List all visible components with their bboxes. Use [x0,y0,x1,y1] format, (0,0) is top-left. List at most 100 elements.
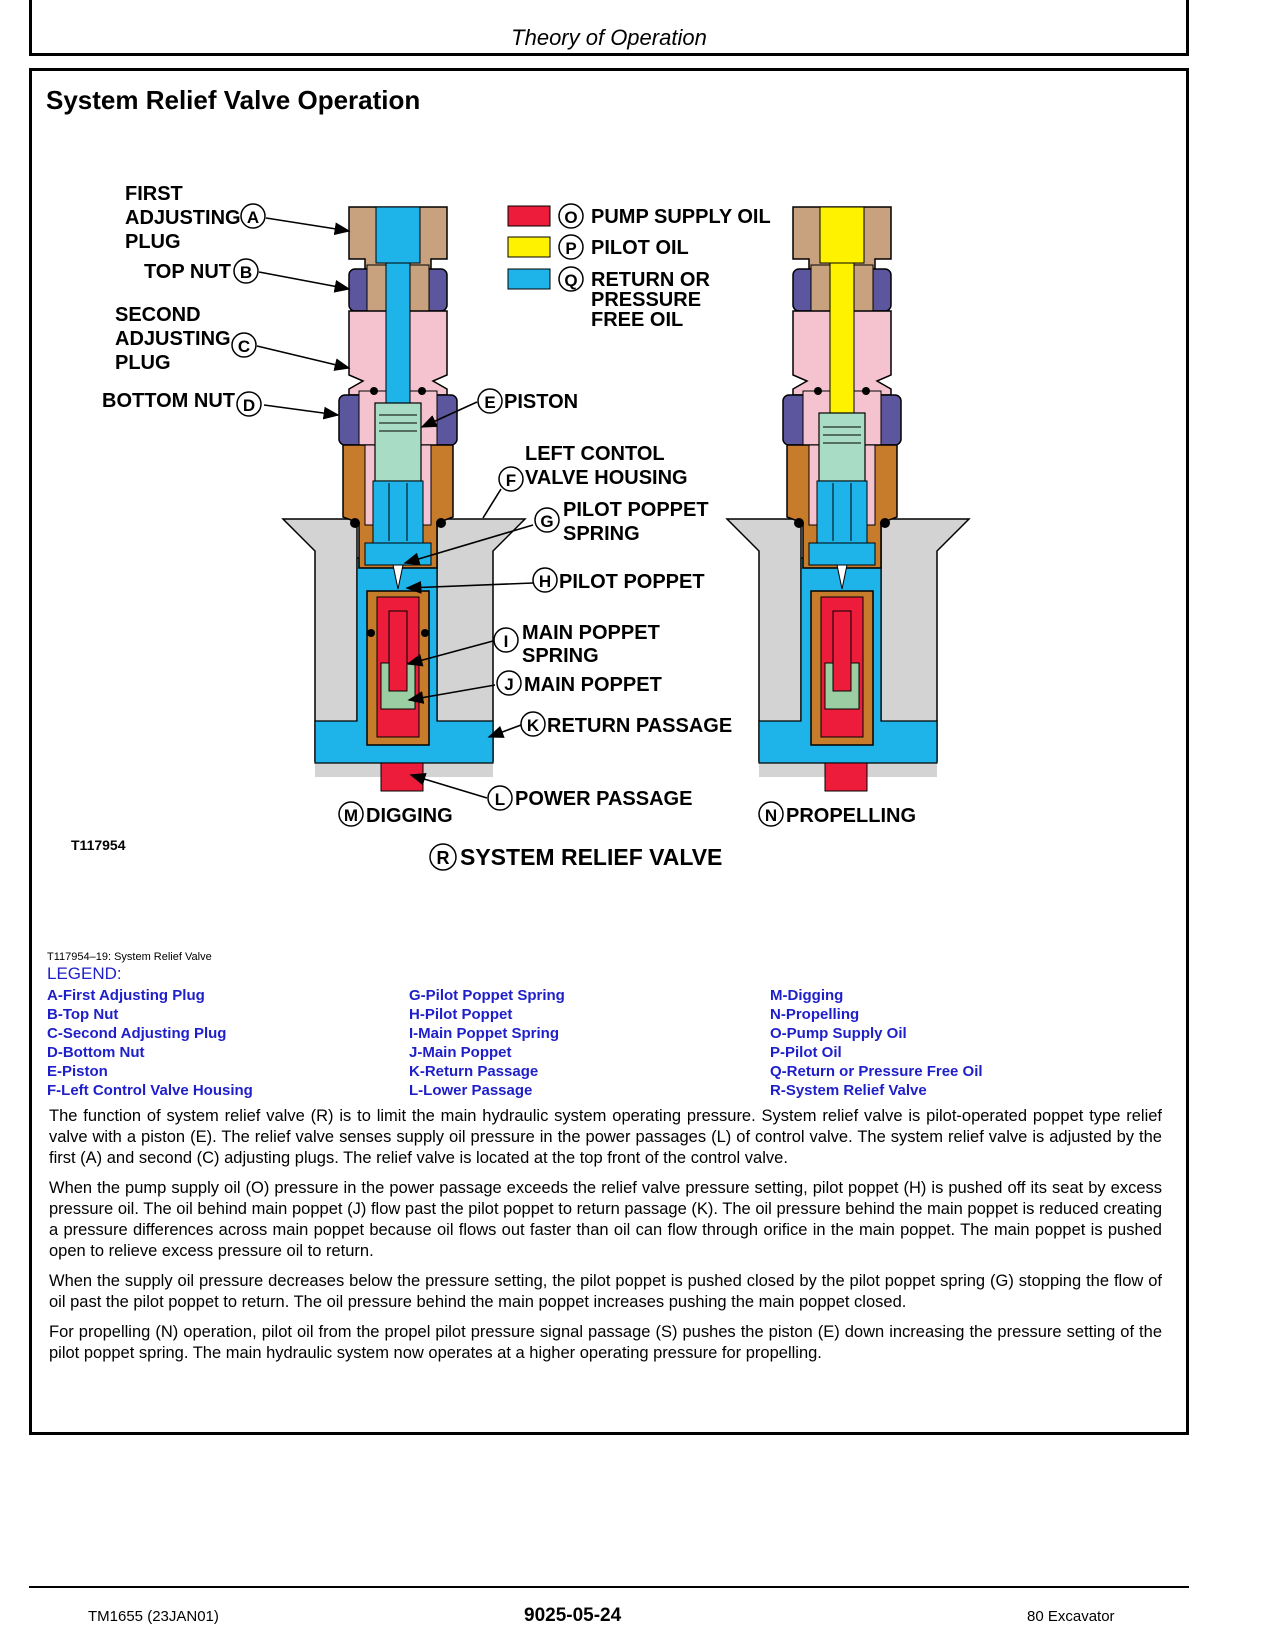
svg-text:H: H [539,572,551,591]
legend-item: R-System Relief Valve [770,1082,927,1099]
paragraph: The function of system relief valve (R) … [49,1107,1162,1167]
legend-item: F-Left Control Valve Housing [47,1082,253,1099]
svg-text:O: O [564,208,577,227]
svg-text:PILOT OIL: PILOT OIL [591,237,689,259]
footer-rule [29,1586,1189,1588]
legend-item: Q-Return or Pressure Free Oil [770,1063,983,1080]
svg-text:N: N [765,806,777,825]
legend-item: I-Main Poppet Spring [409,1025,559,1042]
svg-text:L: L [495,790,505,809]
svg-text:RETURN OR: RETURN OR [591,269,710,291]
body-text: The function of system relief valve (R) … [49,1106,1162,1373]
svg-text:LEFT CONTOL: LEFT CONTOL [525,443,665,465]
callout-a: FIRST ADJUSTING PLUG A [125,183,266,253]
svg-text:M: M [344,806,358,825]
svg-text:SPRING: SPRING [522,645,599,667]
legend-title: LEGEND: [47,964,122,983]
content-frame: System Relief Valve Operation [29,68,1189,1435]
legend-item: P-Pilot Oil [770,1044,842,1061]
svg-text:J: J [504,675,513,694]
piston [374,402,422,482]
color-key: O PUMP SUPPLY OIL P PILOT OIL Q RETURN O… [507,203,771,331]
svg-text:I: I [504,632,509,651]
svg-text:SYSTEM RELIEF VALVE: SYSTEM RELIEF VALVE [460,844,722,870]
legend-item: E-Piston [47,1063,108,1080]
legend-item: G-Pilot Poppet Spring [409,987,565,1004]
svg-text:SECOND: SECOND [115,304,201,326]
callout-f: LEFT CONTOL F VALVE HOUSING [498,443,688,492]
legend-column-1: A-First Adjusting Plug B-Top Nut C-Secon… [47,986,253,1100]
legend-item: M-Digging [770,987,844,1004]
legend-item: K-Return Passage [409,1063,539,1080]
footer-manual-id: TM1655 (23JAN01) [88,1608,219,1625]
svg-text:BOTTOM NUT: BOTTOM NUT [102,390,235,412]
system-relief-valve-figure: FIRST ADJUSTING PLUG A TOP NUT B SECOND … [71,183,971,871]
svg-text:F: F [506,471,516,490]
callout-h: H PILOT POPPET [532,567,705,593]
page-header: Theory of Operation [29,0,1189,56]
paragraph: For propelling (N) operation, pilot oil … [49,1323,1162,1362]
svg-text:K: K [527,716,540,735]
legend-column-2: G-Pilot Poppet Spring H-Pilot Poppet I-M… [409,986,565,1100]
footer-page-number: 9025-05-24 [524,1605,622,1626]
svg-text:SPRING: SPRING [563,523,640,545]
callout-n: N PROPELLING [758,801,916,827]
legend-item: O-Pump Supply Oil [770,1025,907,1042]
svg-text:FIRST: FIRST [125,183,183,205]
svg-text:PUMP SUPPLY OIL: PUMP SUPPLY OIL [591,206,771,228]
svg-text:P: P [565,239,576,258]
svg-text:R: R [437,848,450,868]
svg-text:ADJUSTING: ADJUSTING [125,207,241,229]
svg-text:PISTON: PISTON [504,391,578,413]
callout-b: TOP NUT B [144,258,259,284]
callout-j: J MAIN POPPET [496,670,662,696]
digging-valve-drawing [281,206,527,792]
callout-e: E PISTON [477,388,578,414]
propelling-valve-drawing [725,206,971,792]
svg-text:RETURN PASSAGE: RETURN PASSAGE [547,715,732,737]
leader-lines [256,217,534,799]
svg-text:D: D [243,396,255,415]
paragraph: When the supply oil pressure decreases b… [49,1272,1162,1311]
callout-c: SECOND ADJUSTING PLUG C [115,304,257,374]
legend-item: J-Main Poppet [409,1044,512,1061]
svg-text:E: E [484,393,495,412]
legend-item: D-Bottom Nut [47,1044,145,1061]
svg-text:MAIN POPPET: MAIN POPPET [524,674,662,696]
figure-caption: T117954–19: System Relief Valve [47,951,212,963]
svg-text:PROPELLING: PROPELLING [786,805,916,827]
legend-item: A-First Adjusting Plug [47,987,205,1004]
svg-text:PLUG: PLUG [125,231,181,253]
svg-text:B: B [240,263,252,282]
section-title: System Relief Valve Operation [46,85,421,115]
svg-text:TOP NUT: TOP NUT [144,261,231,283]
legend-item: H-Pilot Poppet [409,1006,513,1023]
svg-text:A: A [247,208,259,227]
header-title: Theory of Operation [511,25,707,50]
callout-g: PILOT POPPET G SPRING [534,499,709,545]
legend-item: N-Propelling [770,1006,860,1023]
callout-r: R SYSTEM RELIEF VALVE [429,843,722,871]
svg-text:PILOT POPPET: PILOT POPPET [559,571,705,593]
footer-model: 80 Excavator [1027,1608,1115,1625]
pilot-poppet [392,564,404,590]
callout-i: I MAIN POPPET SPRING [493,622,660,667]
callout-d: BOTTOM NUT D [102,390,262,417]
svg-text:MAIN POPPET: MAIN POPPET [522,622,660,644]
figure-id: T117954 [71,837,126,853]
legend-item: C-Second Adjusting Plug [47,1025,227,1042]
svg-text:Q: Q [564,271,577,290]
svg-text:DIGGING: DIGGING [366,805,453,827]
legend-item: B-Top Nut [47,1006,119,1023]
svg-text:ADJUSTING: ADJUSTING [115,328,231,350]
legend-column-3: M-Digging N-Propelling O-Pump Supply Oil… [770,986,983,1100]
svg-text:VALVE HOUSING: VALVE HOUSING [525,467,688,489]
svg-text:PLUG: PLUG [115,352,171,374]
callout-l: L POWER PASSAGE [487,785,692,811]
callout-m: M DIGGING [338,801,453,827]
svg-text:PILOT POPPET: PILOT POPPET [563,499,709,521]
svg-text:G: G [540,512,553,531]
callout-k: K RETURN PASSAGE [520,711,732,737]
svg-text:POWER PASSAGE: POWER PASSAGE [515,788,692,810]
svg-text:PRESSURE: PRESSURE [591,289,701,311]
